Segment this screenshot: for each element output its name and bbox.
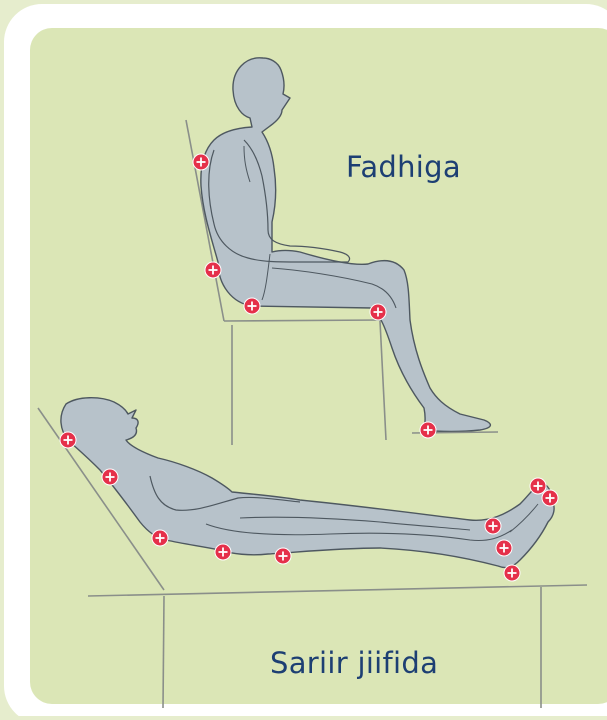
elbow-pressure-point <box>152 530 168 546</box>
shoulder-pressure-point <box>102 469 118 485</box>
label-sitting: Fadhiga <box>346 150 461 184</box>
knee-pressure-point <box>485 518 501 534</box>
content-panel <box>30 28 607 704</box>
hip-pressure-point <box>205 262 221 278</box>
toes-pressure-point <box>496 540 512 556</box>
head-pressure-point <box>60 432 76 448</box>
knee-pressure-point <box>370 304 386 320</box>
toes-2-pressure-point <box>542 490 558 506</box>
ankle-pressure-point <box>504 565 520 581</box>
label-lying: Sariir jiifida <box>270 646 438 680</box>
heel-pressure-point <box>420 422 436 438</box>
back-pressure-point <box>193 154 209 170</box>
buttock-pressure-point <box>244 298 260 314</box>
lower-back-pressure-point <box>215 544 231 560</box>
heel-pressure-point <box>530 478 546 494</box>
thigh-pressure-point <box>275 548 291 564</box>
